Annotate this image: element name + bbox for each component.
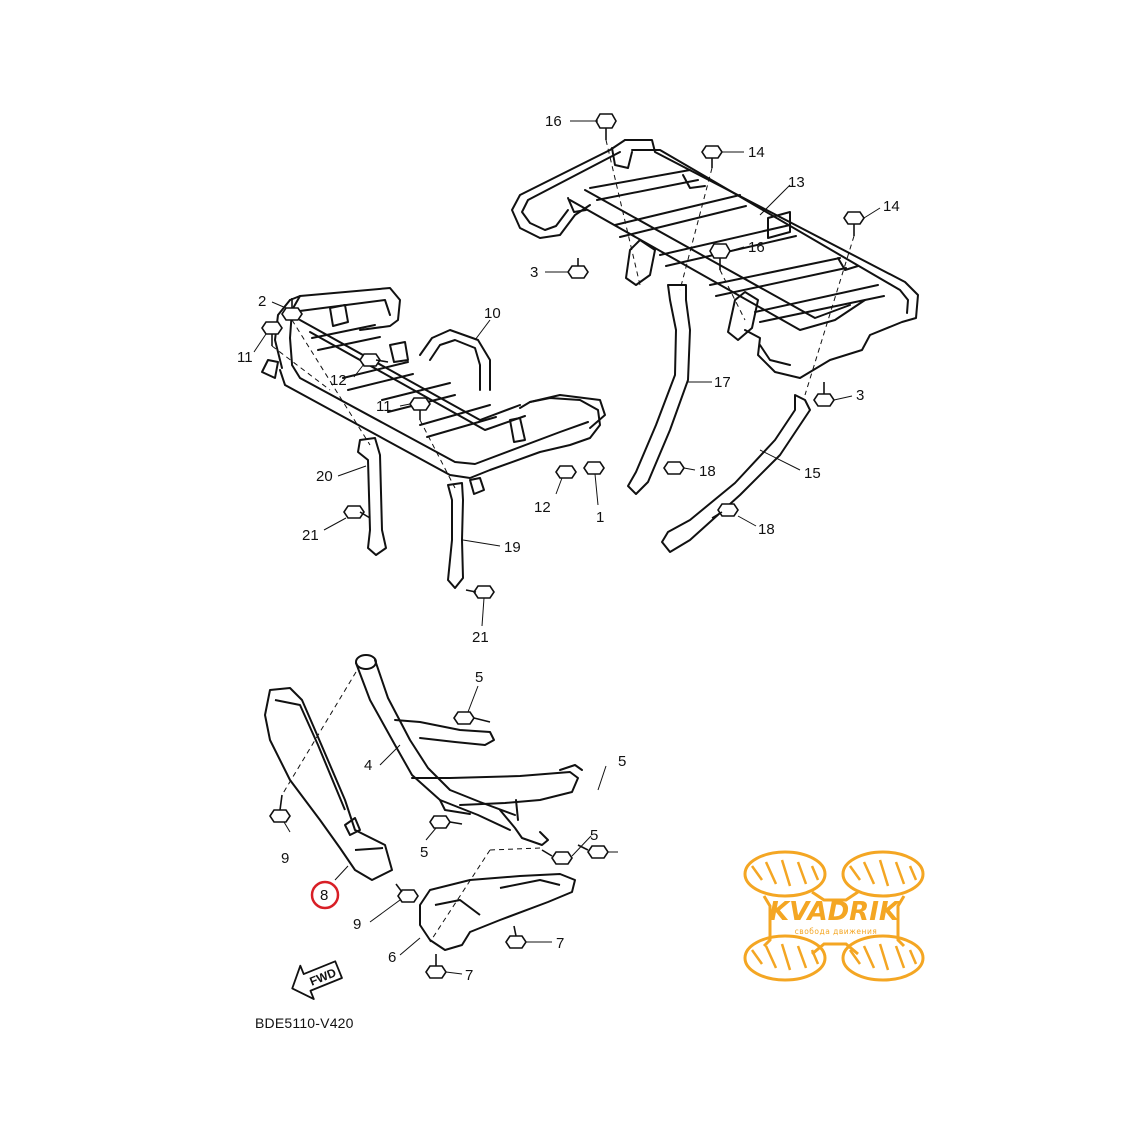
bolt-9a-icon xyxy=(269,794,291,823)
wheel-bottom-right-icon xyxy=(841,934,925,982)
bolt-16a-icon xyxy=(595,113,617,140)
rear-stay-15 xyxy=(661,394,811,553)
callout-18b: 18 xyxy=(758,521,775,538)
bolt-12b-icon xyxy=(555,465,577,479)
bolt-18b-icon xyxy=(711,503,739,519)
wheel-top-left-icon xyxy=(743,850,827,898)
callout-6: 6 xyxy=(388,949,396,966)
callout-14a: 14 xyxy=(748,144,765,161)
bolt-21b-icon xyxy=(465,585,495,599)
bolt-7a-icon xyxy=(505,925,527,949)
bolt-11a-icon xyxy=(261,321,283,346)
bolt-21a-icon xyxy=(343,505,371,519)
wheel-bottom-left-icon xyxy=(743,934,827,982)
callout-16b: 16 xyxy=(748,239,765,256)
callout-17: 17 xyxy=(714,374,731,391)
bolt-1-icon xyxy=(583,461,605,475)
callout-21a: 21 xyxy=(302,527,319,544)
callout-labels: 16 14 13 14 16 3 2 10 11 12 11 17 3 20 1… xyxy=(237,113,900,984)
alignment-lines xyxy=(271,139,855,943)
guard-frame-4 xyxy=(355,654,583,846)
callout-5a: 5 xyxy=(475,669,483,686)
bolt-5d-icon xyxy=(541,849,573,865)
callout-5b: 5 xyxy=(618,753,626,770)
bolt-3b-icon xyxy=(813,382,835,407)
callout-12b: 12 xyxy=(534,499,551,516)
watermark-brand: KVADRIK xyxy=(769,897,901,927)
bolt-5c-icon xyxy=(429,815,463,829)
diagram-code: BDE5110-V420 xyxy=(255,1015,354,1031)
callout-15: 15 xyxy=(804,465,821,482)
front-carrier-rack xyxy=(261,287,606,495)
bolt-16b-icon xyxy=(709,243,731,270)
side-protector-6 xyxy=(419,873,576,951)
front-stay-20 xyxy=(357,437,387,556)
callout-7b: 7 xyxy=(465,967,473,984)
callout-8: 8 xyxy=(320,887,328,904)
callout-20: 20 xyxy=(316,468,333,485)
bolt-7b-icon xyxy=(425,954,447,979)
leader-lines xyxy=(253,120,881,975)
callout-21b: 21 xyxy=(472,629,489,646)
callout-2: 2 xyxy=(258,293,266,310)
callout-18a: 18 xyxy=(699,463,716,480)
callout-3b: 3 xyxy=(856,387,864,404)
bolt-9b-icon xyxy=(395,883,419,903)
bolt-12a-icon xyxy=(359,353,389,367)
side-protector-8 xyxy=(264,687,393,881)
callout-9b: 9 xyxy=(353,916,361,933)
fwd-arrow-icon: FWD xyxy=(291,960,343,1000)
callout-11b: 11 xyxy=(376,398,392,415)
bolt-3a-icon xyxy=(567,258,589,279)
bolt-5b-icon xyxy=(577,844,609,859)
bolt-18a-icon xyxy=(663,461,685,475)
watermark-tagline: свобода движения xyxy=(795,927,878,936)
bolt-14a-icon xyxy=(701,145,723,168)
callout-3a: 3 xyxy=(530,264,538,281)
callout-16a: 16 xyxy=(545,113,562,130)
callout-19: 19 xyxy=(504,539,521,556)
kvadrik-logo xyxy=(743,850,925,982)
rear-carrier-rack xyxy=(511,139,919,379)
callout-7a: 7 xyxy=(556,935,564,952)
bolt-5a-icon xyxy=(453,711,491,725)
callout-13: 13 xyxy=(788,174,805,191)
callout-5d: 5 xyxy=(590,827,598,844)
bolt-11b-icon xyxy=(409,397,431,420)
callout-11a: 11 xyxy=(237,349,253,366)
highlight-ring-8 xyxy=(310,880,340,910)
callout-10: 10 xyxy=(484,305,501,322)
rear-stay-17 xyxy=(627,284,691,495)
callout-12a: 12 xyxy=(330,372,347,389)
callout-4: 4 xyxy=(364,757,372,774)
fasteners xyxy=(261,113,865,979)
callout-1: 1 xyxy=(596,509,604,526)
callout-14b: 14 xyxy=(883,198,900,215)
wheel-top-right-icon xyxy=(841,850,925,898)
callout-5c: 5 xyxy=(420,844,428,861)
front-stay-19 xyxy=(447,482,464,589)
bolt-2-icon xyxy=(281,298,303,321)
callout-9a: 9 xyxy=(281,850,289,867)
bolt-14b-icon xyxy=(843,211,865,236)
